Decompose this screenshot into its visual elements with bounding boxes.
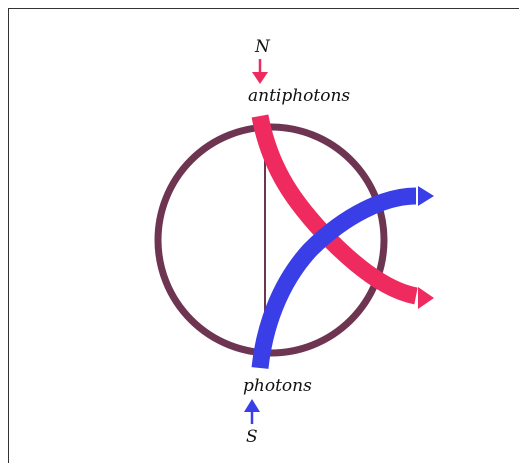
south-label: S — [246, 427, 258, 447]
antiphotons-label: antiphotons — [248, 86, 350, 106]
north-arrow-head — [252, 72, 268, 84]
north-label: N — [254, 37, 271, 57]
antiphoton-arrowhead — [418, 287, 434, 309]
photon-stream — [251, 187, 417, 369]
photon-arrowhead — [418, 186, 434, 206]
south-arrow-head — [244, 399, 260, 412]
figure-frame — [8, 8, 519, 463]
photons-label: photons — [243, 376, 312, 396]
